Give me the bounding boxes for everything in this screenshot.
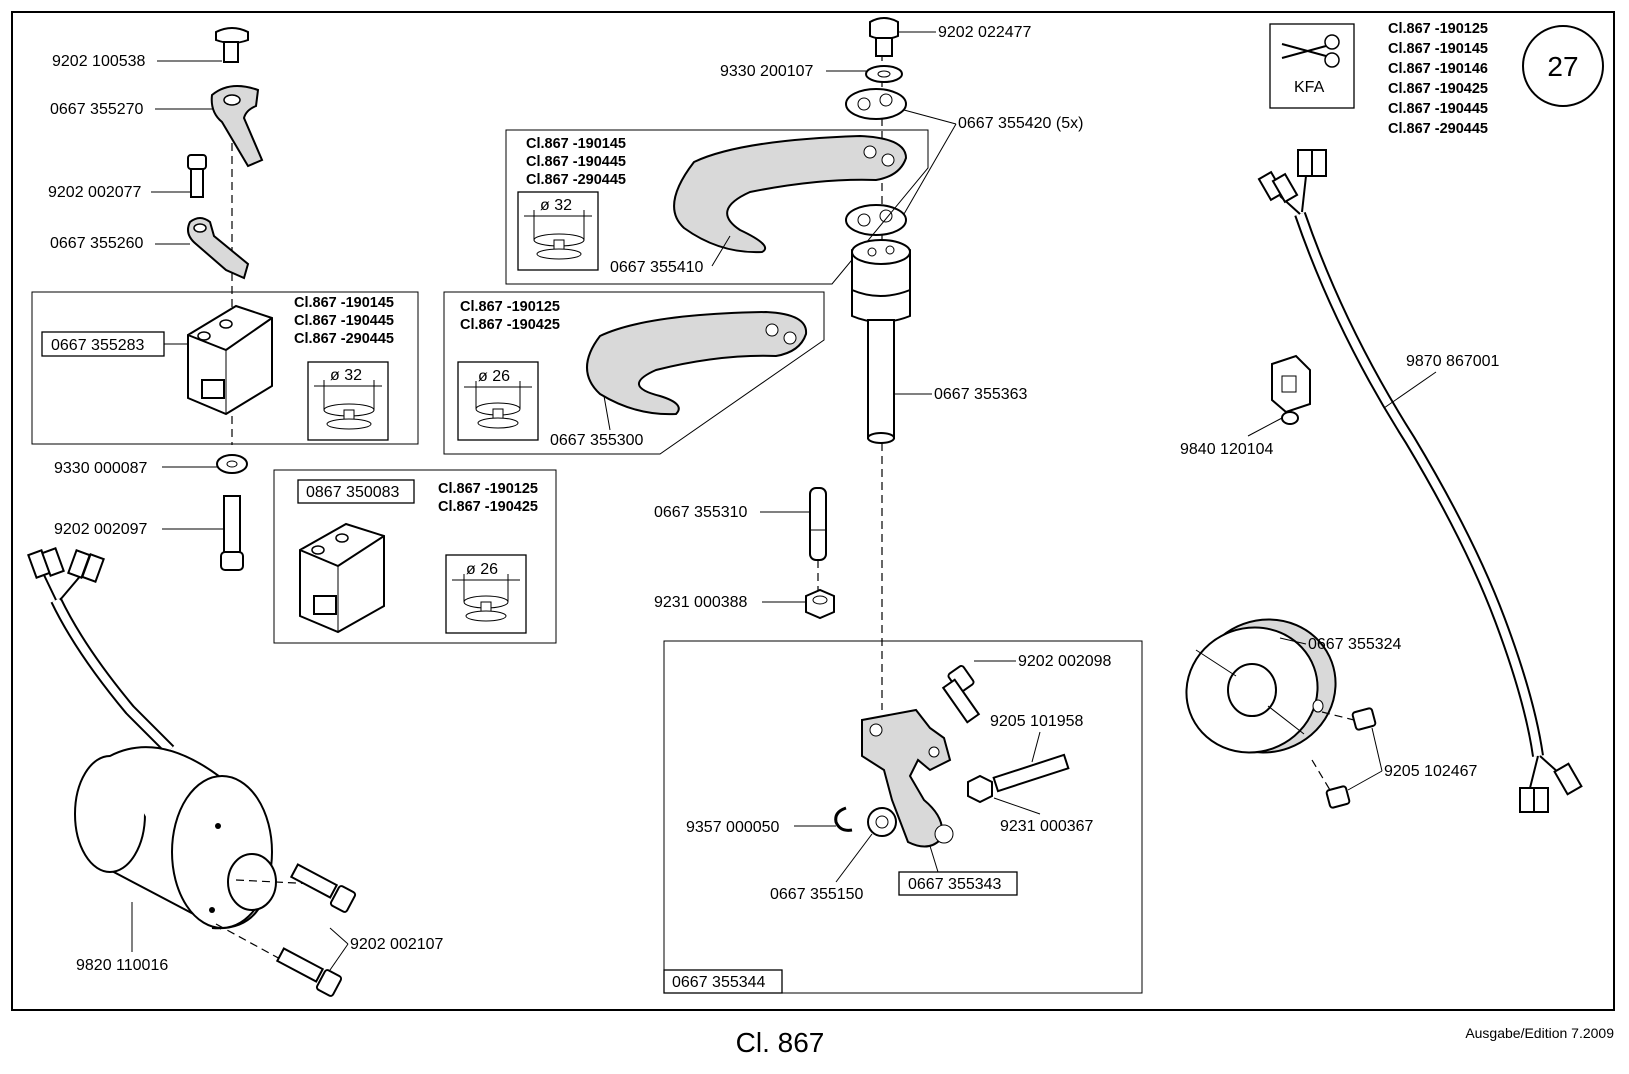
group-box-0867-350083 [273, 469, 557, 644]
box-left-variant-2: Cl.867 -190445 [294, 313, 394, 329]
kfa-icon-box [1269, 23, 1355, 109]
nut-9231-000388 [805, 588, 835, 620]
bracket-0667-355343 [861, 708, 954, 848]
plate-0667-355410 [673, 134, 908, 254]
header-variant-2: Cl.867 -190145 [1388, 41, 1488, 57]
connector-9840-120104 [1271, 354, 1311, 425]
label-9202-022477: 9202 022477 [938, 24, 1032, 41]
label-9840-120104: 9840 120104 [1180, 441, 1274, 458]
page-number-circle [1522, 25, 1604, 107]
dia-32-top: ø 32 [540, 197, 572, 214]
pin-0667-355310 [809, 487, 827, 561]
label-0667-355363: 0667 355363 [934, 386, 1028, 403]
screw-9202-002107-b [275, 947, 343, 997]
cable-9870-867001 [1257, 149, 1583, 813]
clip-9357-000050 [834, 806, 853, 832]
label-9202-002097: 9202 002097 [54, 521, 148, 538]
roller-0667-355150 [867, 807, 897, 837]
post-0667-355363 [851, 239, 911, 444]
header-variant-6: Cl.867 -290445 [1388, 121, 1488, 137]
label-9357-000050: 9357 000050 [686, 819, 780, 836]
header-variant-1: Cl.867 -190125 [1388, 21, 1488, 37]
kfa-label: KFA [1294, 79, 1325, 96]
motor-cable [27, 547, 175, 755]
label-9820-110016: 9820 110016 [76, 957, 168, 974]
label-9202-002107: 9202 002107 [350, 936, 444, 953]
label-9330-200107: 9330 200107 [720, 63, 814, 80]
arm-0667-355260 [187, 217, 250, 280]
screw-9202-002107-a [289, 863, 357, 913]
screw-9202-002077 [187, 154, 207, 198]
plate-0667-355300 [586, 310, 808, 416]
label-0667-355420: 0667 355420 (5x) [958, 115, 1083, 132]
group-box-0667-355410 [505, 129, 929, 285]
dia-26-mid: ø 26 [478, 368, 510, 385]
box-left-variant-1: Cl.867 -190145 [294, 295, 394, 311]
box-lower-variant-1: Cl.867 -190125 [438, 481, 538, 497]
disc-0667-355324 [1185, 618, 1337, 754]
screw-9202-100538 [215, 27, 249, 63]
header-variant-3: Cl.867 -190146 [1388, 61, 1488, 77]
label-0667-355310: 0667 355310 [654, 504, 748, 521]
box-mid-variant-2: Cl.867 -190425 [460, 317, 560, 333]
label-9202-002077: 9202 002077 [48, 184, 142, 201]
screw-9205-101958 [992, 753, 1070, 793]
box-lower-variant-2: Cl.867 -190425 [438, 499, 538, 515]
box-top-variant-2: Cl.867 -190445 [526, 154, 626, 170]
label-9330-000087: 9330 000087 [54, 460, 148, 477]
label-0667-355270: 0667 355270 [50, 101, 144, 118]
label-9205-102467: 9205 102467 [1384, 763, 1478, 780]
header-variant-4: Cl.867 -190425 [1388, 81, 1488, 97]
footer-title: Cl. 867 [736, 1027, 825, 1058]
box-top-variant-3: Cl.867 -290445 [526, 172, 626, 188]
label-9231-000388: 9231 000388 [654, 594, 748, 611]
scissors-icon [1281, 34, 1340, 68]
header-variant-5: Cl.867 -190445 [1388, 101, 1488, 117]
group-box-0667-355283 [31, 291, 419, 445]
label-0667-355300: 0667 355300 [550, 432, 644, 449]
label-0667-355344: 0667 355344 [672, 974, 766, 991]
label-9202-002098: 9202 002098 [1018, 653, 1112, 670]
dia-32-left: ø 32 [330, 367, 362, 384]
page-number: 27 [1547, 51, 1578, 82]
nut-9231-000367 [967, 774, 993, 804]
box-top-variant-1: Cl.867 -190145 [526, 136, 626, 152]
group-box-0667-355344 [663, 640, 1143, 994]
dia-26-lower: ø 26 [466, 561, 498, 578]
box-left-variant-3: Cl.867 -290445 [294, 331, 394, 347]
label-0667-355343: 0667 355343 [908, 876, 1002, 893]
screw-9202-022477 [869, 17, 899, 57]
setscrew-9205-102467-a [1351, 707, 1377, 731]
block-0667-355283 [187, 304, 273, 416]
label-0667-355150: 0667 355150 [770, 886, 864, 903]
block-0867-350083 [299, 522, 385, 634]
group-box-0667-355300 [443, 291, 825, 455]
label-0667-355260: 0667 355260 [50, 235, 144, 252]
lever-0667-355270 [210, 85, 264, 168]
label-0667-355324: 0667 355324 [1308, 636, 1402, 653]
setscrew-9205-102467-b [1325, 785, 1351, 809]
motor-9820-110016 [74, 746, 277, 930]
screw-9202-002097 [220, 495, 244, 571]
shim-top-0667-355420 [845, 88, 907, 120]
drawing-frame [11, 11, 1615, 1011]
edition-label: Ausgabe/Edition 7.2009 [1465, 1025, 1614, 1041]
screw-9202-002098 [941, 665, 981, 724]
label-9870-867001: 9870 867001 [1406, 353, 1500, 370]
label-0867-350083: 0867 350083 [306, 484, 400, 501]
label-9202-100538: 9202 100538 [52, 53, 146, 70]
label-9205-101958: 9205 101958 [990, 713, 1084, 730]
label-9231-000367: 9231 000367 [1000, 818, 1094, 835]
label-0667-355410: 0667 355410 [610, 259, 704, 276]
box-mid-variant-1: Cl.867 -190125 [460, 299, 560, 315]
label-0667-355283: 0667 355283 [51, 337, 145, 354]
